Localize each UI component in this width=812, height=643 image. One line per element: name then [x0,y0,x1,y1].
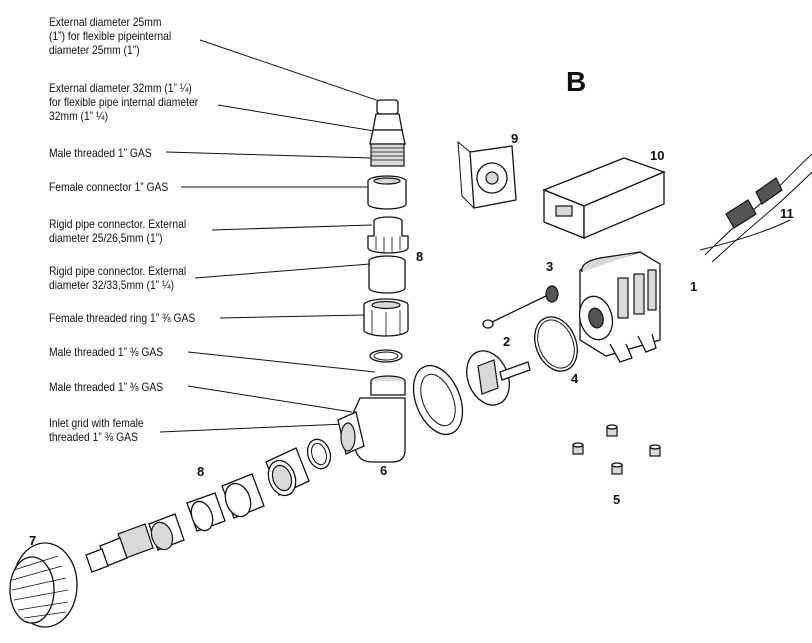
power-supply [542,157,666,239]
part-number-8-stack: 8 [416,249,424,264]
label-rigid-pipe-32: Rigid pipe connector. External diameter … [49,264,186,292]
part-number-9: 9 [511,131,519,146]
shaft-with-bushing [482,285,559,329]
leader-lines [159,39,386,433]
leader-line [211,224,373,231]
part-number-2: 2 [503,334,511,349]
rigid-pipe-connector-32 [368,255,406,294]
o-ring-4 [534,316,578,372]
female-connector-side [148,513,185,551]
label-line: External diameter 32mm (1” ¼) [49,81,192,95]
label-line: threaded 1” ⅜ GAS [49,430,138,444]
label-line: Male threaded 1” GAS [49,146,152,160]
impeller [466,350,531,406]
label-line: Rigid pipe connector. External [49,264,187,278]
label-inlet-grid: Inlet grid with female threaded 1” ⅜ GAS [49,416,144,444]
o-ring-side [306,438,332,470]
label-male-threaded-38-b: Male threaded 1” ⅜ GAS [49,380,163,394]
part-number-8-side: 8 [197,464,205,479]
leader-line [187,351,376,373]
hose-barb-fitting [369,99,406,167]
leader-line [159,423,346,433]
label-line: External diameter 25mm [49,15,162,29]
leader-line [199,39,386,104]
label-line: diameter 25mm (1”) [49,43,140,57]
label-line: Female connector 1” GAS [49,180,169,194]
part-number-11: 11 [780,206,794,221]
power-cable [699,153,812,263]
motor-housing [578,251,661,363]
label-line: Female threaded ring 1” ⅜ GAS [49,311,196,325]
label-line: (1”) for flexible pipeinternal [49,29,172,43]
label-external-diameter-25: External diameter 25mm (1”) for flexible… [49,15,171,57]
volute-cover [412,364,464,436]
inlet-grid [9,542,78,628]
label-line: for flexible pipe internal diameter [49,95,199,109]
label-line: 32mm (1” ¼) [49,109,109,123]
leader-line [165,151,373,159]
label-line: Male threaded 1” ⅜ GAS [49,380,164,394]
leader-line [217,104,381,133]
part-number-10: 10 [650,148,665,163]
label-line: Male threaded 1” ⅜ GAS [49,345,164,359]
section-letter: B [566,66,587,97]
female-threaded-ring [363,298,409,337]
label-line: Inlet grid with female [49,416,144,430]
inlet-elbow [337,375,406,463]
label-male-threaded-38-a: Male threaded 1” ⅜ GAS [49,345,163,359]
controller-dial [457,140,517,209]
label-external-diameter-32: External diameter 32mm (1” ¼) for flexib… [49,81,198,123]
label-line: diameter 25/26,5mm (1”) [49,231,163,245]
label-line: diameter 32/33,5mm (1” ¼) [49,278,175,292]
label-female-threaded-ring: Female threaded ring 1” ⅜ GAS [49,311,195,325]
leader-line [187,385,353,413]
part-number-3: 3 [546,259,554,274]
part-number-4: 4 [571,371,579,386]
label-male-threaded-1: Male threaded 1” GAS [49,146,152,160]
part-number-6: 6 [380,463,388,478]
rigid-connector-side [221,473,265,519]
rigid-pipe-connector-25 [367,216,409,254]
leader-line [219,314,365,319]
hose-barb-side [85,523,154,573]
label-line: Rigid pipe connector. External [49,217,187,231]
part-number-7: 7 [29,533,37,548]
o-ring-top [369,349,403,363]
part-number-5: 5 [613,492,621,507]
label-rigid-pipe-25: Rigid pipe connector. External diameter … [49,217,186,245]
leader-line [194,263,371,279]
rubber-feet [572,424,661,475]
rigid-connector-25-side [186,492,226,532]
female-connector [367,175,407,210]
part-number-1: 1 [690,279,698,294]
label-female-connector: Female connector 1” GAS [49,180,168,194]
threaded-ring-side [265,447,310,497]
